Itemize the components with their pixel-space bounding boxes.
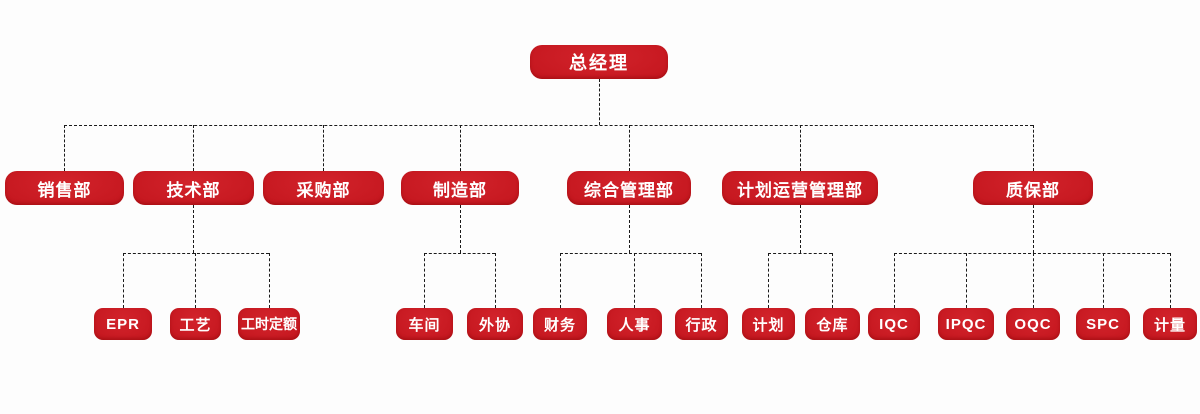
connector-drop-planning	[768, 253, 769, 308]
org-node-manufacturing-dept: 制造部	[401, 171, 519, 205]
connector-manufacturing-rail	[424, 253, 495, 254]
org-node-labor-quota: 工时定额	[238, 308, 300, 340]
org-node-planning: 计划	[742, 308, 795, 340]
connector-drop-qa	[1033, 125, 1034, 171]
connector-drop-outsourcing	[495, 253, 496, 308]
connector-drop-ipqc	[966, 253, 967, 308]
connector-qa-rail	[894, 253, 1170, 254]
connector-drop-process	[195, 253, 196, 308]
connector-drop-purchasing	[323, 125, 324, 171]
connector-drop-admin	[701, 253, 702, 308]
connector-drop-iqc	[894, 253, 895, 308]
org-node-general-mgmt-dept: 综合管理部	[567, 171, 691, 205]
org-node-outsourcing: 外协	[467, 308, 523, 340]
org-node-sales-dept: 销售部	[5, 171, 124, 205]
connector-general-mgmt-stem	[629, 205, 630, 253]
connector-drop-planning-ops	[800, 125, 801, 171]
org-node-iqc: IQC	[868, 308, 920, 340]
connector-technology-rail	[123, 253, 269, 254]
org-node-oqc: OQC	[1006, 308, 1060, 340]
org-node-finance: 财务	[533, 308, 587, 340]
connector-drop-metrology	[1170, 253, 1171, 308]
connector-drop-spc	[1103, 253, 1104, 308]
org-node-admin: 行政	[675, 308, 728, 340]
org-node-workshop: 车间	[396, 308, 453, 340]
connector-drop-workshop	[424, 253, 425, 308]
connector-drop-labor-quota	[269, 253, 270, 308]
connector-drop-oqc	[1033, 253, 1034, 308]
org-node-hr: 人事	[607, 308, 662, 340]
org-node-epr: EPR	[94, 308, 152, 340]
org-node-qa-dept: 质保部	[973, 171, 1093, 205]
connector-qa-stem	[1033, 205, 1034, 253]
connector-drop-warehouse	[832, 253, 833, 308]
org-node-planning-ops-dept: 计划运营管理部	[722, 171, 878, 205]
org-node-process: 工艺	[170, 308, 221, 340]
connector-drop-finance	[560, 253, 561, 308]
connector-drop-manufacturing	[460, 125, 461, 171]
connector-level2-rail	[64, 125, 1033, 126]
connector-drop-hr	[634, 253, 635, 308]
connector-drop-sales	[64, 125, 65, 171]
org-node-technology-dept: 技术部	[133, 171, 254, 205]
connector-drop-epr	[123, 253, 124, 308]
connector-technology-stem	[193, 205, 194, 253]
connector-planning-ops-rail	[768, 253, 832, 254]
connector-drop-technology	[193, 125, 194, 171]
org-node-warehouse: 仓库	[805, 308, 860, 340]
connector-general-mgmt-rail	[560, 253, 701, 254]
org-node-ipqc: IPQC	[938, 308, 994, 340]
connector-root-drop	[599, 79, 600, 125]
org-node-general-manager: 总经理	[530, 45, 668, 79]
connector-planning-ops-stem	[800, 205, 801, 253]
org-node-purchasing-dept: 采购部	[263, 171, 384, 205]
connector-drop-general-mgmt	[629, 125, 630, 171]
org-node-metrology: 计量	[1143, 308, 1197, 340]
connector-manufacturing-stem	[460, 205, 461, 253]
org-node-spc: SPC	[1076, 308, 1130, 340]
